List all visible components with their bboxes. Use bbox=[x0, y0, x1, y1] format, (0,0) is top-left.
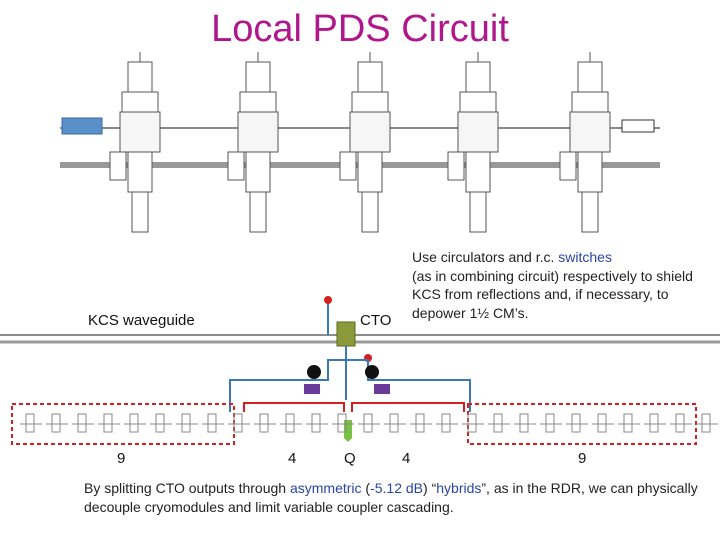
small-cavity bbox=[488, 413, 510, 433]
small-cavity bbox=[176, 413, 198, 433]
switch-right bbox=[374, 384, 390, 394]
small-cavity bbox=[358, 413, 380, 433]
cavity-unit bbox=[559, 52, 611, 233]
small-cavity bbox=[540, 413, 562, 433]
feed-left bbox=[229, 359, 346, 412]
page-title: Local PDS Circuit bbox=[211, 8, 509, 50]
cavity-unit bbox=[227, 52, 279, 233]
summary-highlight: asymmetric bbox=[289, 480, 362, 496]
small-cavity bbox=[670, 413, 692, 433]
small-cavity bbox=[410, 413, 432, 433]
group-label-mid-left: 4 bbox=[288, 450, 297, 467]
summary-highlight: hybrids bbox=[436, 480, 482, 496]
note-highlight: switches bbox=[558, 249, 612, 265]
small-cavity bbox=[462, 413, 484, 433]
small-cavity bbox=[254, 413, 276, 433]
cavity-units bbox=[109, 52, 611, 233]
summary-highlight: -5.12 dB bbox=[370, 480, 424, 496]
small-cavity bbox=[280, 413, 302, 433]
quad-magnet bbox=[344, 420, 352, 442]
group-label-mid-right: 4 bbox=[402, 450, 411, 467]
small-cavity bbox=[592, 413, 614, 433]
waveguide-output bbox=[621, 119, 655, 133]
waveguide-input bbox=[61, 117, 103, 135]
small-cavity bbox=[306, 413, 328, 433]
summary-part: By splitting CTO outputs through bbox=[84, 480, 290, 496]
cm-group-9-left bbox=[11, 403, 235, 445]
quad-label: Q bbox=[344, 450, 356, 467]
note-text-cont: (as in combining circuit) respectively t… bbox=[412, 267, 693, 321]
cavity-unit bbox=[339, 52, 391, 233]
group-label-left: 9 bbox=[117, 450, 126, 467]
small-cavity bbox=[124, 413, 146, 433]
summary-text: By splitting CTO outputs through asymmet… bbox=[84, 479, 704, 516]
circulator-left bbox=[307, 365, 321, 379]
switch-left bbox=[304, 384, 320, 394]
small-cavity bbox=[98, 413, 120, 433]
small-cavity bbox=[228, 413, 250, 433]
small-cavity bbox=[202, 413, 224, 433]
small-cavity bbox=[566, 413, 588, 433]
small-cavity bbox=[72, 413, 94, 433]
summary-part: ) “ bbox=[423, 480, 437, 496]
group-label-right: 9 bbox=[578, 450, 587, 467]
summary-part: ( bbox=[361, 480, 371, 496]
small-cavity bbox=[150, 413, 172, 433]
cto-box bbox=[336, 321, 356, 347]
note-text: Use circulators and r.c. bbox=[412, 249, 559, 265]
small-cavity bbox=[618, 413, 640, 433]
circulator-right bbox=[365, 365, 379, 379]
red-feed-right bbox=[351, 402, 465, 412]
cavity-unit bbox=[447, 52, 499, 233]
small-cavity bbox=[514, 413, 536, 433]
small-cavity bbox=[644, 413, 666, 433]
bottom-cavity-strings bbox=[20, 413, 718, 433]
feed-right bbox=[346, 359, 471, 412]
cavity-unit bbox=[109, 52, 161, 233]
red-feed-left bbox=[243, 402, 345, 412]
kcs-waveguide-label: KCS waveguide bbox=[88, 312, 195, 329]
small-cavity bbox=[384, 413, 406, 433]
small-cavity bbox=[696, 413, 718, 433]
cto-label: CTO bbox=[360, 312, 392, 329]
small-cavity bbox=[332, 413, 354, 433]
cto-red-node bbox=[324, 296, 332, 304]
small-cavity bbox=[20, 413, 42, 433]
small-cavity bbox=[436, 413, 458, 433]
small-cavity bbox=[46, 413, 68, 433]
summary-part: ”, as in the RDR, we can physically deco… bbox=[84, 480, 698, 515]
circulator-note: Use circulators and r.c. switches (as in… bbox=[412, 248, 712, 322]
